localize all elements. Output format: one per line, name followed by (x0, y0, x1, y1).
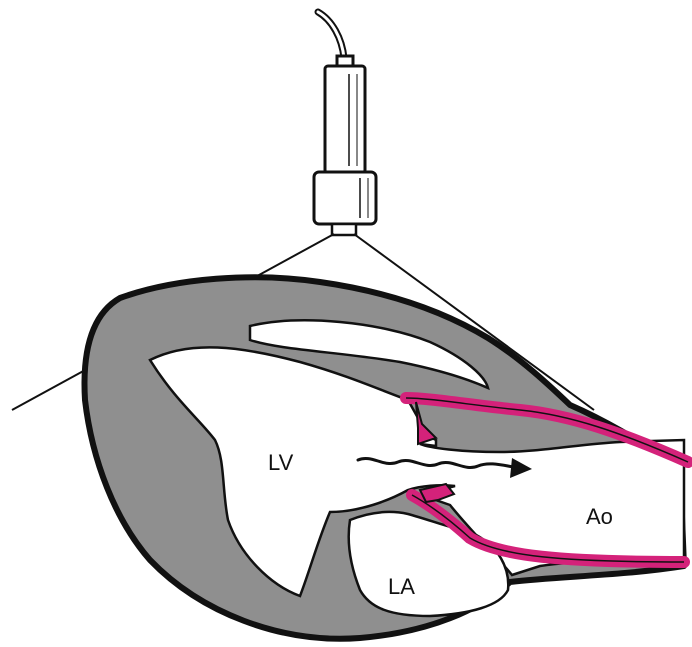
label-lv: LV (268, 450, 294, 475)
label-la: LA (388, 574, 415, 599)
label-ao: Ao (586, 504, 613, 529)
ultrasound-probe-icon (314, 56, 376, 235)
probe-cable (318, 12, 344, 58)
